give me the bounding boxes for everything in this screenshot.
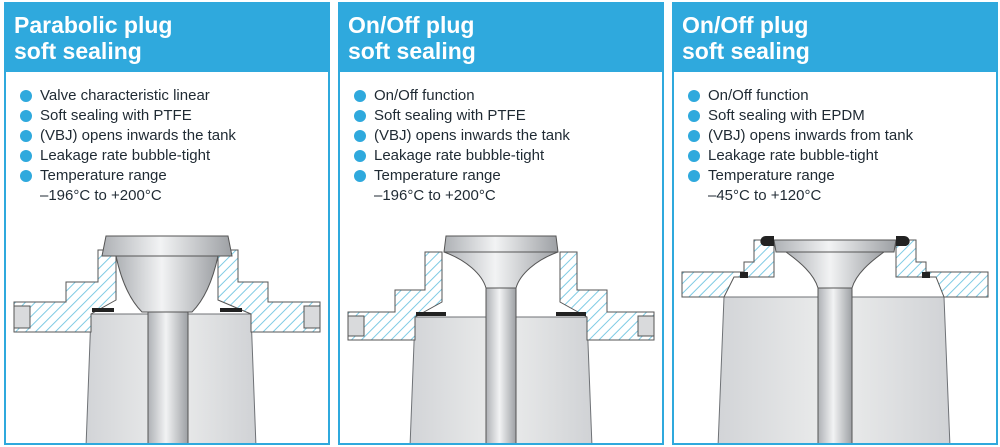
panel-title-line1: On/Off plug: [682, 12, 809, 38]
bullet-dot-icon: [688, 90, 700, 102]
panel-title-line2: soft sealing: [682, 38, 810, 64]
onoff-epdm-valve-drawing: [681, 236, 989, 443]
bullet-dot-icon: [354, 90, 366, 102]
right-small-seal: [922, 272, 930, 278]
feature-text: Soft sealing with PTFE: [374, 107, 526, 124]
bullet-dot-icon: [354, 130, 366, 142]
plug-disk: [773, 239, 897, 253]
valve-stem: [485, 287, 517, 443]
right-bolt: [637, 315, 655, 337]
feature-text: (VBJ) opens inwards the tank: [40, 127, 236, 144]
feature-item: Leakage rate bubble-tight: [688, 146, 996, 166]
left-flange-section: [347, 251, 443, 341]
feature-text: Temperature range: [374, 167, 501, 184]
right-flange-section: [895, 239, 989, 298]
bullet-dot-icon: [20, 130, 32, 142]
parabolic-plug: [115, 255, 219, 313]
feature-text: Temperature range: [40, 167, 167, 184]
feature-text: (VBJ) opens inwards the tank: [374, 127, 570, 144]
right-seal: [220, 308, 242, 312]
feature-item: Leakage rate bubble-tight: [20, 146, 328, 166]
panel-onoff-epdm: On/Off plug soft sealing On/Off function…: [672, 2, 998, 445]
feature-list: On/Off function Soft sealing with PTFE (…: [340, 72, 662, 206]
parabolic-plug-valve-drawing: [13, 235, 321, 443]
feature-list: On/Off function Soft sealing with EPDM (…: [674, 72, 996, 206]
panel-title-line2: soft sealing: [14, 38, 142, 64]
bullet-dot-icon: [20, 110, 32, 122]
feature-item: Temperature range –196°C to +200°C: [20, 166, 328, 206]
left-epdm-seal: [760, 236, 774, 246]
feature-item: Soft sealing with PTFE: [354, 106, 662, 126]
panel-title-line2: soft sealing: [348, 38, 476, 64]
plug-disk: [443, 235, 559, 253]
bullet-dot-icon: [20, 150, 32, 162]
left-small-seal: [740, 272, 748, 278]
feature-item: Temperature range –196°C to +200°C: [354, 166, 662, 206]
bullet-dot-icon: [20, 90, 32, 102]
feature-text: Leakage rate bubble-tight: [374, 147, 545, 164]
feature-text: Soft sealing with EPDM: [708, 107, 865, 124]
right-flange-section: [559, 251, 655, 341]
temperature-range-value: –45°C to +120°C: [708, 187, 822, 204]
bullet-dot-icon: [688, 150, 700, 162]
panel-onoff-ptfe: On/Off plug soft sealing On/Off function…: [338, 2, 664, 445]
temperature-range-value: –196°C to +200°C: [374, 187, 496, 204]
left-bolt: [13, 305, 31, 329]
panel-parabolic-plug: Parabolic plug soft sealing Valve charac…: [4, 2, 330, 445]
feature-item: Leakage rate bubble-tight: [354, 146, 662, 166]
valve-stem: [817, 287, 853, 443]
left-seal: [92, 308, 114, 312]
left-bolt: [347, 315, 365, 337]
left-seal: [416, 312, 446, 316]
onoff-ptfe-valve-drawing: [347, 235, 655, 443]
temperature-range-value: –196°C to +200°C: [40, 187, 162, 204]
feature-item: Soft sealing with PTFE: [20, 106, 328, 126]
panel-title-line1: Parabolic plug: [14, 12, 173, 38]
feature-list: Valve characteristic linear Soft sealing…: [6, 72, 328, 206]
valve-stem: [147, 311, 189, 443]
right-bolt: [303, 305, 321, 329]
feature-item: (VBJ) opens inwards the tank: [20, 126, 328, 146]
feature-text: Soft sealing with PTFE: [40, 107, 192, 124]
plug-neck: [784, 251, 886, 289]
feature-text: Temperature range: [708, 167, 835, 184]
panel-header: Parabolic plug soft sealing: [6, 4, 328, 72]
feature-item: On/Off function: [688, 86, 996, 106]
feature-item: On/Off function: [354, 86, 662, 106]
feature-text: On/Off function: [374, 87, 475, 104]
right-epdm-seal: [896, 236, 910, 246]
panel-header: On/Off plug soft sealing: [674, 4, 996, 72]
bullet-dot-icon: [354, 170, 366, 182]
feature-item: Valve characteristic linear: [20, 86, 328, 106]
bullet-dot-icon: [354, 150, 366, 162]
feature-item: (VBJ) opens inwards from tank: [688, 126, 996, 146]
feature-text: Valve characteristic linear: [40, 87, 210, 104]
bullet-dot-icon: [20, 170, 32, 182]
feature-text: Leakage rate bubble-tight: [40, 147, 211, 164]
feature-item: Temperature range –45°C to +120°C: [688, 166, 996, 206]
feature-text: On/Off function: [708, 87, 809, 104]
panel-header: On/Off plug soft sealing: [340, 4, 662, 72]
plug-disk: [101, 235, 233, 257]
feature-text: Leakage rate bubble-tight: [708, 147, 879, 164]
feature-text: (VBJ) opens inwards from tank: [708, 127, 914, 144]
feature-item: Soft sealing with EPDM: [688, 106, 996, 126]
bullet-dot-icon: [688, 170, 700, 182]
left-flange-section: [681, 239, 775, 298]
right-seal: [556, 312, 586, 316]
panel-title-line1: On/Off plug: [348, 12, 475, 38]
feature-item: (VBJ) opens inwards the tank: [354, 126, 662, 146]
bullet-dot-icon: [354, 110, 366, 122]
plug-neck: [443, 251, 559, 289]
bullet-dot-icon: [688, 130, 700, 142]
bullet-dot-icon: [688, 110, 700, 122]
